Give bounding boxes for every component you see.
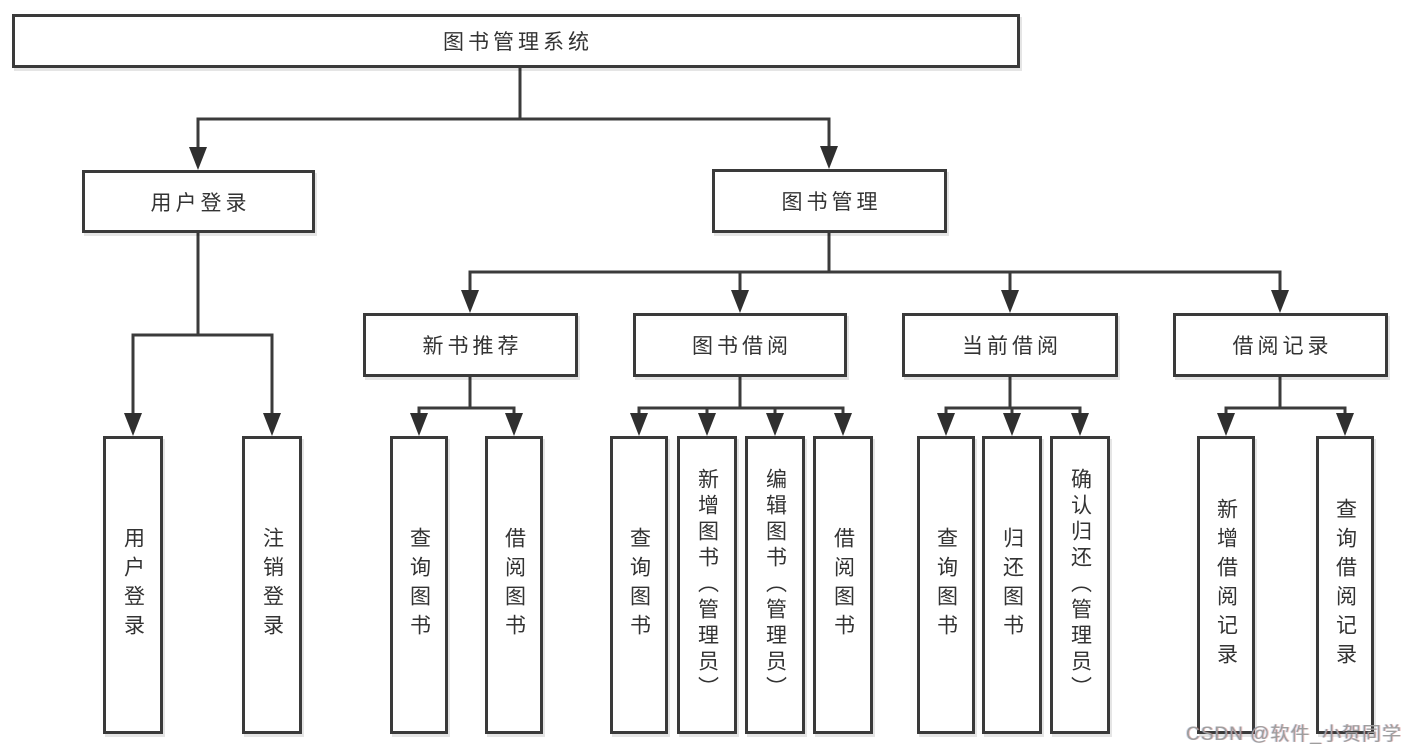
node-book-management-label: 图书管理 <box>781 191 882 214</box>
node-leaf-return-books-label: 归还图书 <box>1000 527 1024 643</box>
node-leaf-add-borrow-record-label: 新增借阅记录 <box>1214 498 1238 672</box>
node-new-book-recommend: 新书推荐 <box>363 313 578 377</box>
node-leaf-edit-book-admin: 编辑图书（管理员） <box>745 436 805 734</box>
node-user-login-label: 用户登录 <box>150 191 251 215</box>
node-leaf-return-books: 归还图书 <box>982 436 1042 734</box>
node-leaf-add-book-admin: 新增图书（管理员） <box>677 436 737 734</box>
node-book-management: 图书管理 <box>712 169 947 233</box>
node-leaf-user-login-label: 用户登录 <box>121 527 145 643</box>
node-root: 图书管理系统 <box>12 14 1020 68</box>
node-leaf-borrow-books-2-label: 借阅图书 <box>831 527 855 643</box>
node-leaf-confirm-return-admin-label: 确认归还（管理员） <box>1068 468 1092 702</box>
node-leaf-borrow-books-1-label: 借阅图书 <box>502 527 526 643</box>
node-leaf-query-books-2: 查询图书 <box>610 436 668 734</box>
node-leaf-query-books-3-label: 查询图书 <box>934 527 958 643</box>
node-leaf-user-login: 用户登录 <box>103 436 163 734</box>
node-leaf-borrow-books-2: 借阅图书 <box>813 436 873 734</box>
node-root-label: 图书管理系统 <box>443 31 593 54</box>
node-borrowing-records-label: 借阅记录 <box>1232 335 1333 358</box>
node-leaf-logout-label: 注销登录 <box>260 527 284 643</box>
node-leaf-add-book-admin-label: 新增图书（管理员） <box>695 468 719 702</box>
node-leaf-query-borrow-record-label: 查询借阅记录 <box>1333 498 1357 672</box>
node-leaf-query-books-3: 查询图书 <box>917 436 975 734</box>
node-leaf-confirm-return-admin: 确认归还（管理员） <box>1050 436 1110 734</box>
node-user-login: 用户登录 <box>82 170 315 233</box>
node-leaf-edit-book-admin-label: 编辑图书（管理员） <box>763 468 787 702</box>
node-book-borrowing-label: 图书借阅 <box>692 335 792 358</box>
node-new-book-recommend-label: 新书推荐 <box>422 335 523 358</box>
node-borrowing-records: 借阅记录 <box>1173 313 1388 377</box>
node-leaf-query-books-1: 查询图书 <box>390 436 448 734</box>
node-leaf-query-books-2-label: 查询图书 <box>627 527 651 643</box>
node-leaf-logout: 注销登录 <box>242 436 302 734</box>
node-leaf-borrow-books-1: 借阅图书 <box>485 436 543 734</box>
node-current-borrowing: 当前借阅 <box>902 313 1118 377</box>
node-book-borrowing: 图书借阅 <box>633 313 847 377</box>
node-current-borrowing-label: 当前借阅 <box>962 335 1062 358</box>
node-leaf-add-borrow-record: 新增借阅记录 <box>1197 436 1255 734</box>
node-leaf-query-borrow-record: 查询借阅记录 <box>1316 436 1374 734</box>
csdn-watermark: CSDN @软件_小贺同学 <box>1186 724 1402 745</box>
node-leaf-query-books-1-label: 查询图书 <box>407 527 431 643</box>
